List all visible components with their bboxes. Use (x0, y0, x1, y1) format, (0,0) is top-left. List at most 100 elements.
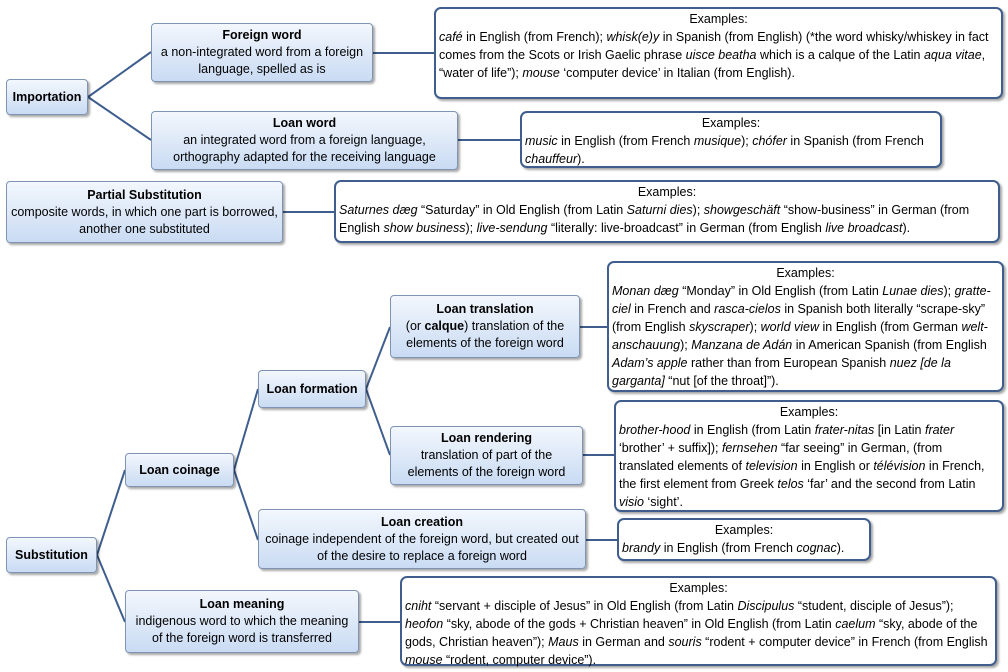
example-text-run: “nut [of the throat]”). (664, 374, 779, 388)
example-text-run: in English (from French (557, 134, 694, 148)
example-term: fernsehen (721, 441, 778, 455)
example-term: visio (619, 495, 645, 509)
example-term: whisk(e)y (606, 30, 660, 44)
node-title: Importation (12, 89, 82, 104)
example-text-run: ); (465, 221, 477, 235)
node-title: Loan coinage (139, 462, 220, 477)
example-text-run: in Spanish both literally “scrape-sky” (… (612, 302, 986, 334)
example-term: caelum (835, 617, 876, 631)
example-text-run: “servant + disciple of Jesus” in Old Eng… (431, 599, 738, 613)
example-text-run: in English (from Latin (690, 423, 815, 437)
example-text-run: ); (741, 134, 753, 148)
examples-text: Monan dæg “Monday” in Old English (from … (612, 282, 999, 390)
example-term: nuez [de la garganta] (612, 356, 951, 388)
example-text-run: “literally: live-broadcast” in German (f… (547, 221, 826, 235)
example-text-run: in Spanish (from French (786, 134, 924, 148)
example-term: brandy (622, 541, 661, 555)
node-description: (or calque) translation of the elements … (395, 318, 575, 352)
example-text-run: ). (836, 541, 845, 555)
node-title: Partial Substitution (87, 187, 202, 202)
example-text-run: in English or (797, 459, 874, 473)
node-description: an integrated word from a foreign langua… (173, 133, 436, 164)
examples-heading: Examples: (669, 581, 728, 595)
node-title: Loan meaning (199, 597, 285, 611)
calque-term: calque (424, 319, 465, 333)
example-term: showgeschäft (703, 203, 781, 217)
example-term: rasca-cielos (714, 302, 781, 316)
examples-loan-creation: Examples: brandy in English (from French… (617, 518, 871, 561)
examples-loan-translation: Examples: Monan dæg “Monday” in Old Engl… (607, 261, 1004, 392)
example-text-run: in French and (630, 302, 715, 316)
example-text-run: ); (692, 203, 704, 217)
examples-heading: Examples: (776, 266, 835, 280)
example-text-run: rather than from European Spanish (687, 356, 890, 370)
example-text-run: in English (from German (819, 320, 962, 334)
example-term: Lunae dies (882, 284, 944, 298)
node-partial-substitution: Partial Substitution composite words, in… (6, 181, 283, 243)
example-term: aqua vitae (923, 48, 982, 62)
examples-heading: Examples: (779, 405, 839, 419)
example-text-run: in English (from French (660, 541, 797, 555)
example-term: telos (777, 477, 804, 491)
node-title: Foreign word (222, 28, 302, 42)
examples-text: cniht “servant + disciple of Jesus” in O… (405, 597, 992, 669)
node-foreign-word: Foreign word a non-integrated word from … (151, 23, 373, 82)
example-term: welt-anschauung (612, 320, 988, 352)
connector-formation-translation (365, 326, 391, 390)
example-term: Maus (548, 635, 579, 649)
example-term: télévision (873, 459, 926, 473)
example-text-run: “Saturday” in Old English (from Latin (417, 203, 627, 217)
example-text-run: ); (680, 338, 692, 352)
examples-text: brother-hood in English (from Latin frat… (619, 421, 999, 511)
examples-foreign-word: Examples: café in English (from French);… (434, 7, 1003, 99)
node-loan-meaning: Loan meaning indigenous word to which th… (125, 590, 359, 653)
node-description: translation of part of the elements of t… (407, 448, 566, 479)
connector-importation-loan-word (87, 96, 152, 141)
node-description: a non-integrated word from a foreign lan… (160, 45, 364, 76)
examples-loan-meaning: Examples: cniht “servant + disciple of J… (400, 576, 997, 669)
example-term: television (745, 459, 798, 473)
example-text-run: ); (749, 320, 761, 334)
examples-text: café in English (from French); whisk(e)y… (439, 28, 998, 82)
node-loan-coinage: Loan coinage (125, 453, 234, 487)
connector-substitution-loan-meaning (96, 554, 126, 623)
example-text-run: in American Spanish (from English (792, 338, 987, 352)
example-text-run: “show-business” in German (from English (339, 203, 970, 235)
node-title: Loan rendering (441, 431, 532, 445)
example-term: cniht (405, 599, 432, 613)
example-text-run: , “water of life”); (439, 48, 986, 80)
example-term: Saturnes dæg (339, 203, 418, 217)
example-term: Adam’s apple (612, 356, 688, 370)
example-term: live broadcast (825, 221, 903, 235)
examples-text: Saturnes dæg “Saturday” in Old English (… (339, 201, 995, 237)
desc-prefix: (or (405, 319, 425, 333)
example-text-run: ). (577, 152, 585, 166)
connector-coinage-creation (233, 469, 259, 541)
connector-importation-foreign-word (87, 51, 152, 98)
node-importation: Importation (6, 79, 88, 115)
example-term: frater (924, 423, 955, 437)
example-text-run: in German and (578, 635, 669, 649)
example-text-run: “rodent, computer device”). (442, 653, 597, 667)
example-text-run: “sky, abode of the gods + Christian heav… (443, 617, 836, 631)
examples-text: music in English (from French musique); … (525, 132, 937, 168)
example-term: chófer (752, 134, 787, 148)
example-text-run: “sky, abode of the gods, Christian heave… (405, 617, 978, 649)
example-term: Monan dæg (612, 284, 679, 298)
examples-partial-substitution: Examples: Saturnes dæg “Saturday” in Old… (334, 180, 1000, 243)
example-text-run: in Spanish (from English) (*the word whi… (439, 30, 989, 62)
examples-loan-word: Examples: music in English (from French … (520, 111, 942, 168)
example-term: cognac (796, 541, 837, 555)
example-term: uisce beatha (685, 48, 757, 62)
example-term: heofon (405, 617, 444, 631)
node-loan-formation: Loan formation (258, 370, 366, 408)
node-description: composite words, in which one part is bo… (11, 204, 278, 236)
example-term: mouse (405, 653, 443, 667)
example-text-run: in French, the first element from Greek (619, 459, 985, 491)
examples-text: brandy in English (from French cognac). (622, 539, 866, 557)
example-term: musique (693, 134, 742, 148)
example-text-run: “Monday” in Old English (from Latin (678, 284, 883, 298)
node-title: Loan translation (436, 302, 534, 316)
example-text-run: ); (943, 284, 955, 298)
